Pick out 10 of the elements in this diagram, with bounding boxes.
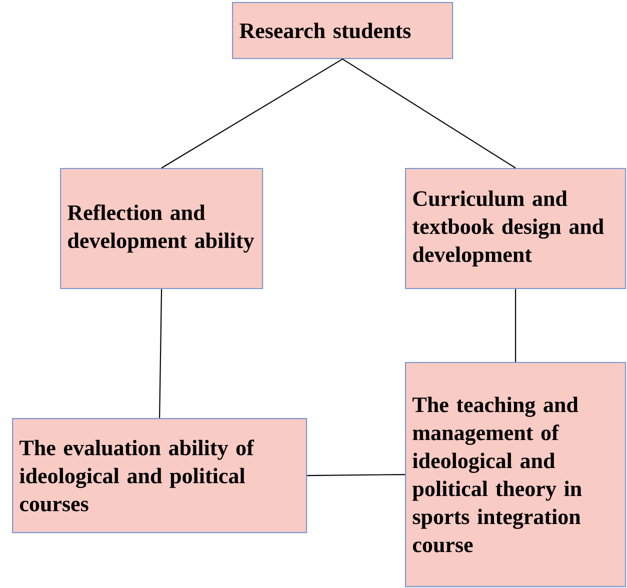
connector-line — [307, 474, 406, 476]
text-box: The teaching and management of ideological and political theory in sports integration course — [405, 362, 626, 588]
text-box: Curriculum and textbook design and development — [405, 168, 626, 290]
connector-line — [159, 289, 162, 418]
text-box: Reflection and development ability — [60, 168, 264, 290]
text-box: The evaluation ability of ideological and political courses — [12, 418, 308, 534]
connector-line — [515, 289, 516, 362]
connector-line — [161, 58, 343, 168]
text-box: Research students — [232, 2, 454, 60]
connector-line — [342, 58, 516, 168]
